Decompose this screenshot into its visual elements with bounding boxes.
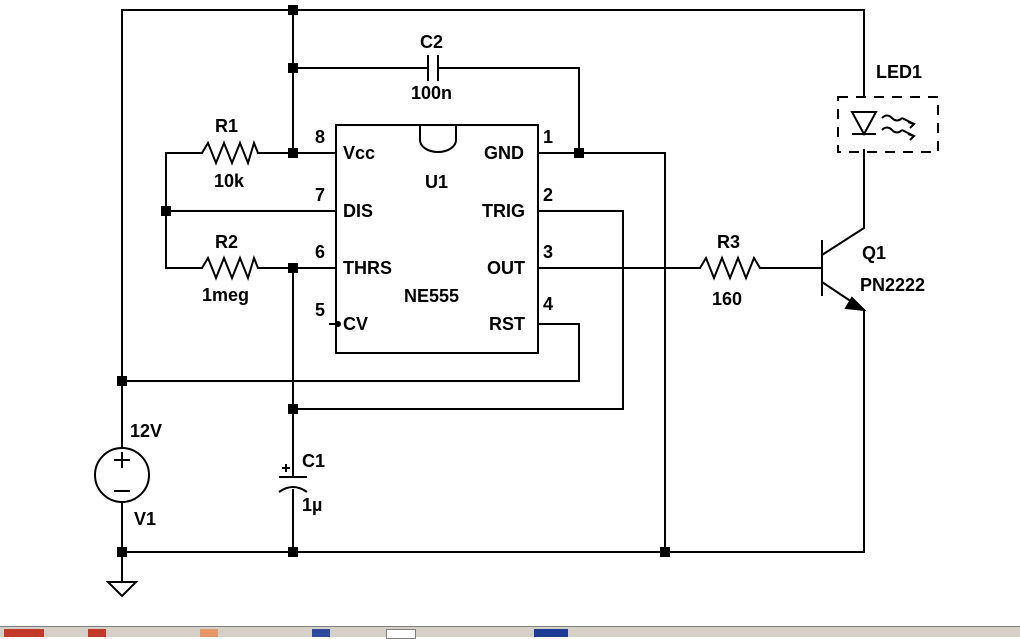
transistor-q1-icon	[821, 227, 867, 312]
r1-value-label: 10k	[214, 171, 245, 191]
pin5-number: 5	[315, 300, 326, 320]
pin1-number: 1	[543, 127, 554, 147]
c2-ref-label: C2	[420, 32, 444, 52]
v1-ref-label: V1	[134, 509, 157, 529]
pin7-name: DIS	[343, 201, 374, 221]
ic-part-label: NE555	[404, 286, 460, 306]
r1-ref-label: R1	[215, 116, 239, 136]
r3-ref-label: R3	[717, 232, 741, 252]
taskbar-icon-4[interactable]	[386, 629, 416, 639]
r2-value-label: 1meg	[202, 285, 250, 305]
c1-value-label: 1µ	[302, 495, 323, 515]
taskbar-icon-2[interactable]	[200, 629, 218, 637]
pin4-name: RST	[489, 314, 525, 334]
pin2-name: TRIG	[482, 201, 525, 221]
resistor-r3	[699, 255, 761, 281]
resistor-r1	[201, 139, 259, 167]
pin8-name: Vcc	[343, 143, 376, 163]
pin6-name: THRS	[343, 258, 392, 278]
v1-value-label: 12V	[130, 421, 163, 441]
junctions	[117, 5, 670, 557]
q1-part-label: PN2222	[860, 275, 926, 295]
cv-pin-dot	[335, 321, 341, 327]
pin4-number: 4	[543, 294, 554, 314]
ground-icon	[105, 581, 139, 598]
c1-ref-label: C1	[302, 451, 326, 471]
r3-value-label: 160	[712, 289, 743, 309]
ne555-notch	[419, 125, 457, 153]
capacitor-c1-plate-b	[278, 486, 308, 493]
voltage-source-v1	[94, 447, 150, 503]
pin6-number: 6	[315, 242, 326, 262]
pin1-name: GND	[484, 143, 524, 163]
q1-ref-label: Q1	[862, 243, 887, 263]
voltage-source-symbols	[114, 452, 130, 492]
r2-ref-label: R2	[215, 232, 239, 252]
pin3-number: 3	[543, 242, 554, 262]
ne555-body	[335, 124, 539, 354]
capacitor-c1-plus-icon	[282, 464, 290, 472]
taskbar-icon-5[interactable]	[534, 629, 568, 637]
led-icon	[837, 96, 939, 153]
pin8-number: 8	[315, 127, 326, 147]
taskbar-icon-3[interactable]	[312, 629, 330, 637]
pin3-name: OUT	[487, 258, 525, 278]
led-ref-label: LED1	[876, 62, 923, 82]
start-button[interactable]	[4, 629, 44, 637]
schematic-canvas	[94, 5, 939, 598]
resistor-r2	[201, 254, 259, 282]
taskbar[interactable]	[0, 626, 1020, 639]
pin5-name: CV	[343, 314, 369, 334]
pin7-number: 7	[315, 185, 326, 205]
taskbar-icon-1[interactable]	[88, 629, 106, 637]
c2-value-label: 100n	[411, 83, 453, 103]
ic-ref-label: U1	[425, 172, 449, 192]
pin2-number: 2	[543, 185, 554, 205]
